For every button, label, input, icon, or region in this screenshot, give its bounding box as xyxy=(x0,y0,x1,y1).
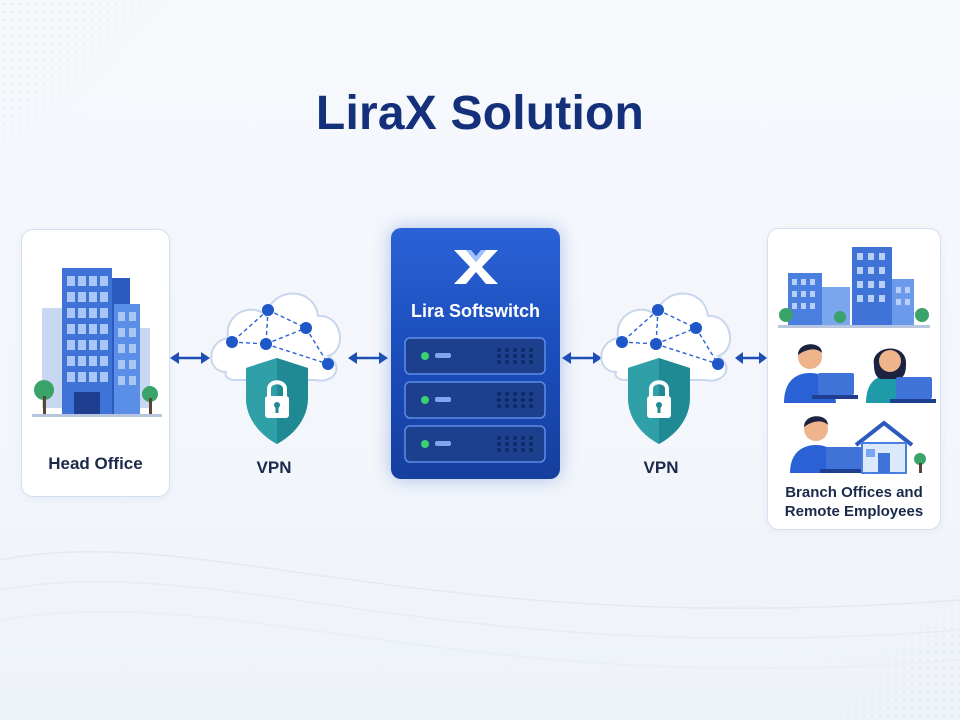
branch-offices-label: Branch Offices and Remote Employees xyxy=(768,483,940,521)
dot-pattern-bottom-right xyxy=(780,560,960,720)
lira-softswitch-server: Lira Softswitch xyxy=(391,228,560,479)
vpn-left-label: VPN xyxy=(256,458,292,477)
cloud-network-icon xyxy=(210,292,342,382)
office-building-icon xyxy=(32,268,162,417)
branch-label-line-2: Remote Employees xyxy=(784,503,924,520)
city-buildings-icon xyxy=(778,247,930,328)
shield-lock-icon xyxy=(628,358,690,444)
cloud-network-icon xyxy=(600,292,732,382)
softswitch-label: Lira Softswitch xyxy=(410,301,540,321)
double-arrow-icon xyxy=(348,352,388,364)
page-title: LiraX Solution xyxy=(315,87,645,140)
server-rack-icon xyxy=(404,337,546,463)
branch-offices-card: Branch Offices and Remote Employees xyxy=(767,228,941,530)
head-office-label: Head Office xyxy=(48,454,143,473)
lirax-logo-icon xyxy=(454,250,498,284)
double-arrow-icon xyxy=(735,352,767,364)
double-arrow-icon xyxy=(170,352,210,364)
dot-pattern-top-left xyxy=(0,0,180,160)
house-icon xyxy=(854,420,926,474)
person-laptop-icon xyxy=(790,416,866,473)
vpn-right-label: VPN xyxy=(643,458,679,477)
shield-lock-icon xyxy=(246,358,308,444)
person-laptop-icon xyxy=(866,348,936,403)
branch-label-line-1: Branch Offices and xyxy=(785,484,923,501)
person-laptop-icon xyxy=(784,344,858,403)
head-office-card: Head Office xyxy=(21,229,170,497)
double-arrow-icon xyxy=(562,352,602,364)
